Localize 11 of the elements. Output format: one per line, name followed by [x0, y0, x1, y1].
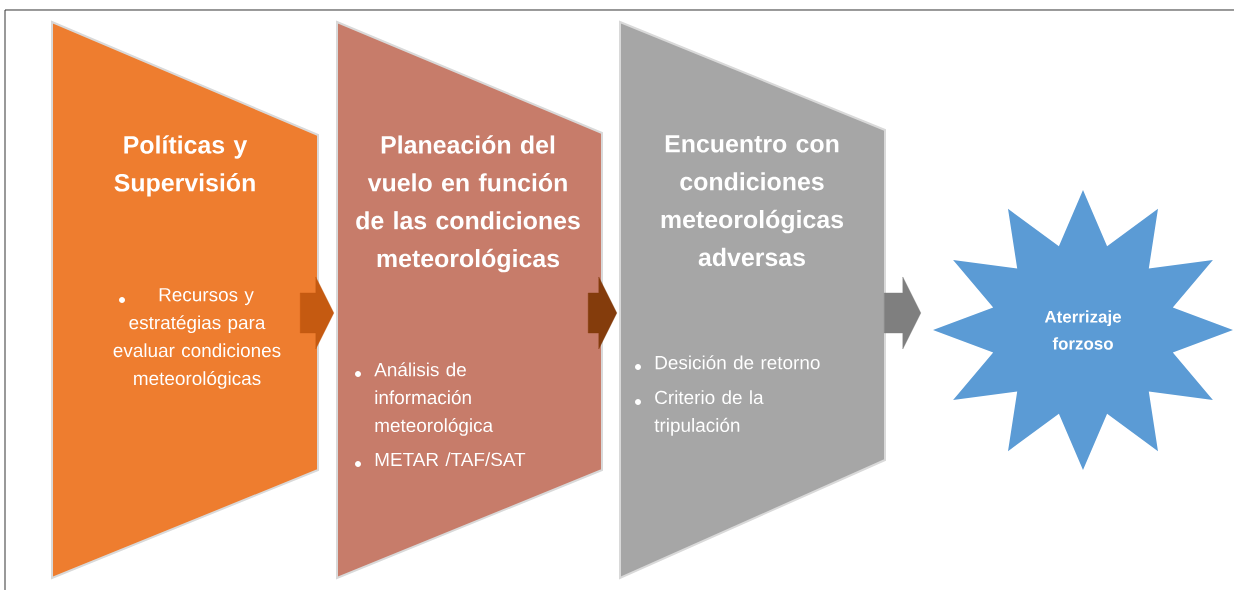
block-arrow	[588, 276, 617, 350]
bullet-item: Recursos y estratégias para evaluar condiciones meteorológicas	[113, 288, 281, 389]
heading-text: Encuentro con condiciones meteorológicas adversas	[661, 135, 843, 267]
heading-text: Planeación del vuelo en función de las condiciones meteorológicas	[356, 135, 580, 273]
bullet-item: METAR /TAF/SAT	[355, 452, 526, 467]
bullet-item: Análisis de información meteorológica	[355, 362, 494, 436]
bullet-item: Desición de retorno	[635, 355, 820, 370]
bullet-item: Criterio de la tripulación	[635, 390, 764, 436]
heading-text: Políticas y Supervisión	[114, 135, 255, 197]
block-arrow	[300, 276, 334, 350]
block-arrow	[884, 276, 921, 350]
